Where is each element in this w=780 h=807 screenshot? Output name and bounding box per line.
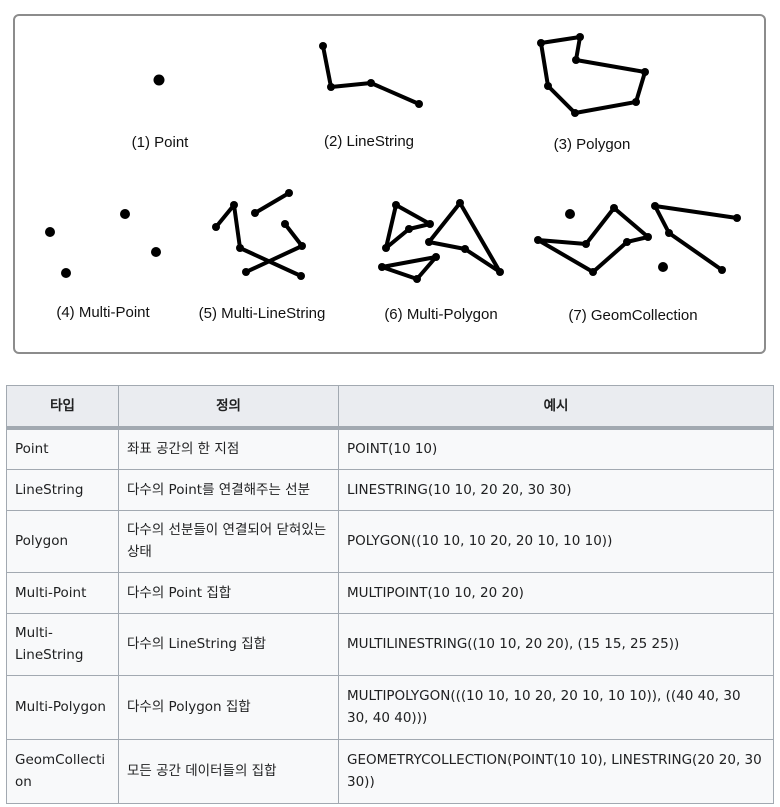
cell-type: Polygon — [6, 509, 119, 573]
caption-multipoint: (4) Multi-Point — [56, 304, 150, 321]
cell-type: GeomCollection — [6, 738, 119, 804]
linestring-diagram — [319, 42, 423, 108]
cell-example: MULTIPOINT(10 10, 20 20) — [338, 571, 774, 614]
cell-definition: 다수의 Point를 연결해주는 선분 — [118, 468, 339, 511]
caption-geomcollection: (7) GeomCollection — [568, 307, 698, 324]
multipolygon-diagram — [378, 199, 504, 283]
cell-type: Multi-Point — [6, 571, 119, 614]
multipoint-diagram — [45, 209, 161, 278]
cell-example: POLYGON((10 10, 10 20, 20 10, 10 10)) — [338, 509, 774, 573]
cell-type: Multi-Polygon — [6, 674, 119, 740]
caption-multipolygon: (6) Multi-Polygon — [384, 306, 498, 323]
cell-type: Point — [6, 427, 119, 470]
cell-definition: 다수의 선분들이 연결되어 닫혀있는 상태 — [118, 509, 339, 573]
header-definition: 정의 — [118, 385, 339, 430]
polygon-diagram — [537, 33, 649, 117]
caption-point: (1) Point — [131, 134, 189, 151]
multilinestring-diagram — [212, 189, 306, 280]
cell-definition: 다수의 Polygon 집합 — [118, 674, 339, 740]
cell-example: MULTIPOLYGON(((10 10, 10 20, 20 10, 10 1… — [338, 674, 774, 740]
cell-definition: 좌표 공간의 한 지점 — [118, 427, 339, 470]
cell-example: POINT(10 10) — [338, 427, 774, 470]
cell-definition: 다수의 Point 집합 — [118, 571, 339, 614]
header-type: 타입 — [6, 385, 119, 430]
header-example: 예시 — [338, 385, 774, 430]
cell-example: GEOMETRYCOLLECTION(POINT(10 10), LINESTR… — [338, 738, 774, 804]
caption-polygon: (3) Polygon — [553, 136, 631, 153]
cell-type: LineString — [6, 468, 119, 511]
geomcollection-diagram — [534, 202, 741, 276]
table-header-row: 타입 정의 예시 — [6, 385, 774, 430]
cell-type: Multi-LineString — [6, 612, 119, 676]
cell-definition: 모든 공간 데이터들의 집합 — [118, 738, 339, 804]
point-diagram — [153, 74, 165, 86]
caption-multilinestring: (5) Multi-LineString — [198, 305, 326, 322]
cell-example: MULTILINESTRING((10 10, 20 20), (15 15, … — [338, 612, 774, 676]
geometry-diagrams — [45, 33, 741, 283]
cell-definition: 다수의 LineString 집합 — [118, 612, 339, 676]
caption-linestring: (2) LineString — [323, 133, 415, 150]
cell-example: LINESTRING(10 10, 20 20, 30 30) — [338, 468, 774, 511]
